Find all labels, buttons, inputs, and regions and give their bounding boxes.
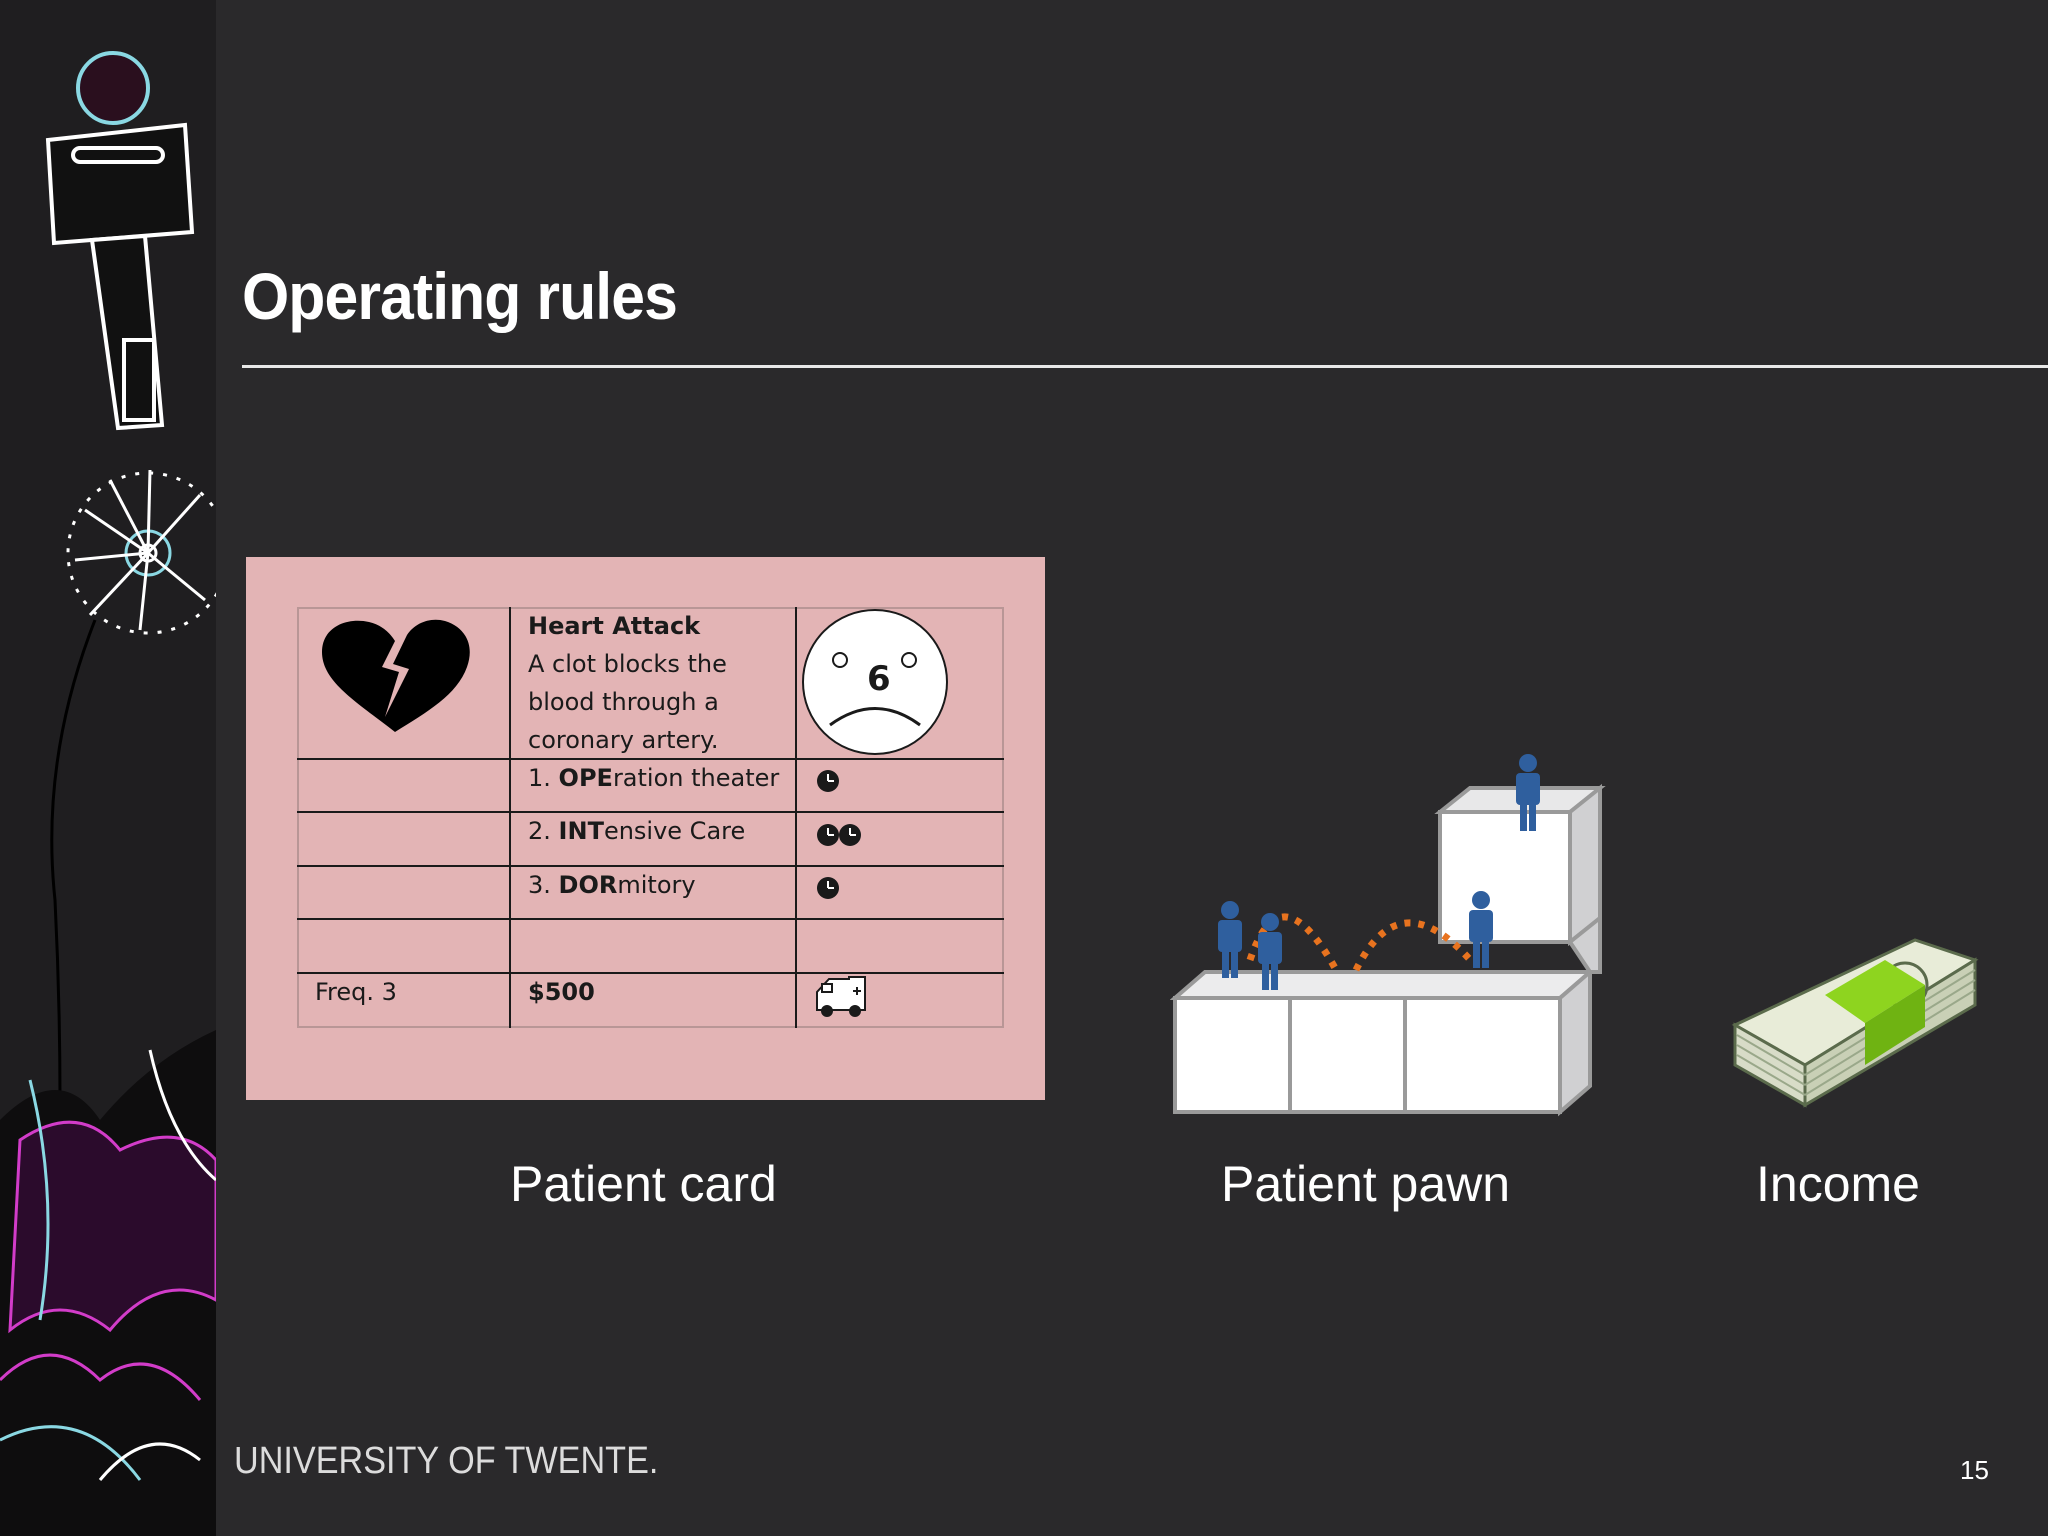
movement-path xyxy=(1246,913,1475,972)
disease-description-line-2: blood through a xyxy=(528,688,719,716)
disease-description-line-3: coronary artery. xyxy=(528,726,719,754)
caption-patient-card: Patient card xyxy=(510,1156,777,1212)
patient-card: Heart Attack A clot blocks the blood thr… xyxy=(246,557,1045,1100)
university-logo: UNIVERSITY OF TWENTE. xyxy=(234,1440,659,1482)
tag-icon xyxy=(45,122,195,431)
dandelion-icon xyxy=(66,469,216,635)
pin-head-icon xyxy=(76,51,150,125)
title-divider xyxy=(242,365,2048,368)
broken-heart-icon xyxy=(322,619,470,732)
step-1: 1. OPEration theater xyxy=(528,764,780,792)
severity-number: 6 xyxy=(867,659,891,699)
slide-title: Operating rules xyxy=(242,259,678,333)
card-income: $500 xyxy=(528,978,595,1006)
pawn-icon xyxy=(1218,754,1540,990)
card-grid xyxy=(297,607,1004,1028)
decorative-artwork xyxy=(0,0,216,1536)
card-frequency: Freq. 3 xyxy=(315,978,397,1006)
patient-pawn-illustration xyxy=(1170,754,1606,1117)
step-3: 3. DORmitory xyxy=(528,871,696,899)
caption-patient-pawn: Patient pawn xyxy=(1221,1156,1511,1212)
page-number: 15 xyxy=(1960,1455,1989,1485)
disease-description-line-1: A clot blocks the xyxy=(528,650,727,678)
money-stack-icon xyxy=(1731,938,1979,1108)
step-2: 2. INTensive Care xyxy=(528,817,746,845)
sad-face-icon xyxy=(802,609,948,755)
disease-title: Heart Attack xyxy=(528,612,701,640)
plant-icon xyxy=(0,1030,216,1536)
ambulance-icon xyxy=(816,976,866,1017)
caption-income: Income xyxy=(1756,1156,1920,1212)
